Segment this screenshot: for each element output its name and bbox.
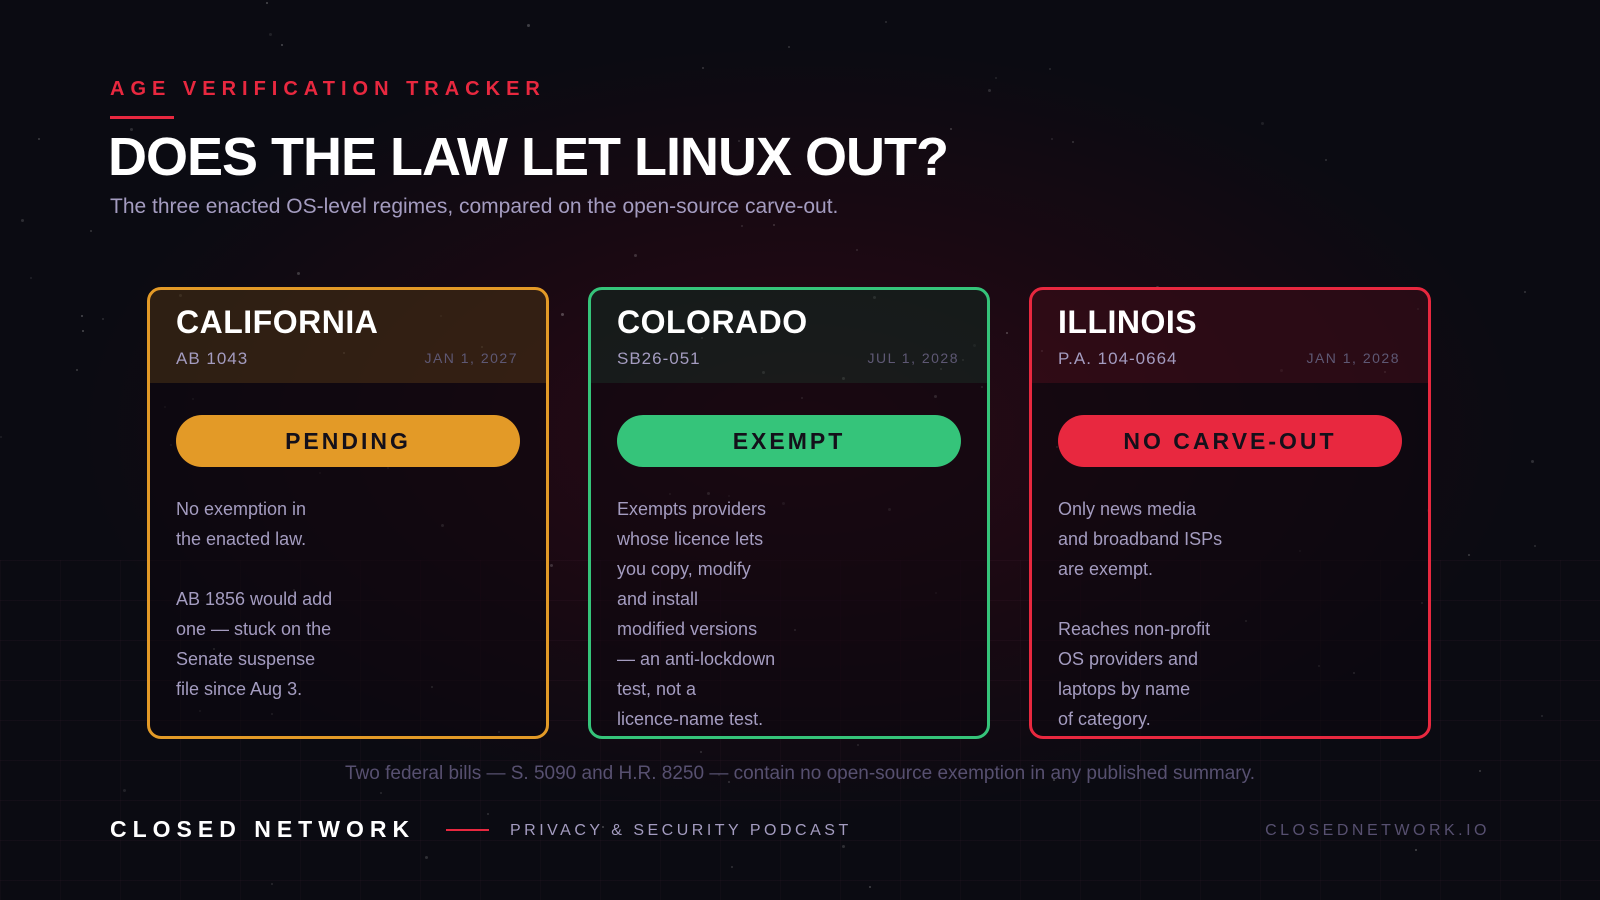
description-paragraph: AB 1856 would add one — stuck on the Sen… xyxy=(176,589,333,699)
star xyxy=(82,330,84,332)
star xyxy=(297,272,300,275)
star xyxy=(81,315,83,317)
bill-number: P.A. 104-0664 xyxy=(1058,349,1178,368)
card-header: COLORADO SB26-051 JUL 1, 2028 xyxy=(591,290,987,383)
star xyxy=(102,318,104,320)
description-paragraph: Reaches non-profit OS providers and lapt… xyxy=(1058,619,1211,729)
state-name: CALIFORNIA xyxy=(176,304,379,340)
card-header: CALIFORNIA AB 1043 JAN 1, 2027 xyxy=(150,290,546,383)
star xyxy=(30,277,32,279)
star xyxy=(0,436,2,438)
star xyxy=(856,249,858,251)
star xyxy=(487,813,489,815)
card-illinois: ILLINOIS P.A. 104-0664 JAN 1, 2028 NO CA… xyxy=(1029,287,1431,739)
brand-name: CLOSED NETWORK xyxy=(110,816,416,842)
star xyxy=(773,224,775,226)
star xyxy=(90,230,92,232)
status-badge: EXEMPT xyxy=(617,415,961,467)
state-name: ILLINOIS xyxy=(1058,304,1198,340)
footer-divider xyxy=(446,829,489,831)
bill-number: SB26-051 xyxy=(617,349,701,368)
page-subtitle: The three enacted OS-level regimes, comp… xyxy=(110,195,839,218)
card-description: No exemption in the enacted law. AB 1856… xyxy=(176,494,416,704)
federal-note: Two federal bills — S. 5090 and H.R. 825… xyxy=(344,763,1256,784)
star xyxy=(842,845,845,848)
star xyxy=(741,225,743,227)
star xyxy=(1541,715,1543,717)
star xyxy=(1051,138,1053,140)
card-colorado: COLORADO SB26-051 JUL 1, 2028 EXEMPT Exe… xyxy=(588,287,990,739)
description-paragraph: Only news media and broadband ISPs are e… xyxy=(1058,499,1223,579)
eyebrow-label: AGE VERIFICATION TRACKER xyxy=(110,78,546,100)
status-badge: PENDING xyxy=(176,415,520,467)
card-california: CALIFORNIA AB 1043 JAN 1, 2027 PENDING N… xyxy=(147,287,549,739)
card-description: Only news media and broadband ISPs are e… xyxy=(1058,494,1298,734)
status-badge: NO CARVE-OUT xyxy=(1058,415,1402,467)
eyebrow-divider xyxy=(110,116,174,119)
page-title: DOES THE LAW LET LINUX OUT? xyxy=(108,127,949,187)
star xyxy=(21,219,24,222)
star xyxy=(1072,141,1074,143)
effective-date: JUL 1, 2028 xyxy=(867,350,959,366)
star xyxy=(634,254,637,257)
star xyxy=(1468,554,1470,556)
card-description: Exempts providers whose licence lets you… xyxy=(617,494,857,734)
star xyxy=(869,886,871,888)
star xyxy=(1531,460,1534,463)
state-name: COLORADO xyxy=(617,304,808,340)
star xyxy=(271,883,273,885)
star xyxy=(527,24,530,27)
star xyxy=(702,67,704,69)
star xyxy=(1534,545,1536,547)
star xyxy=(38,138,40,140)
star xyxy=(988,89,991,92)
star xyxy=(700,751,702,753)
star xyxy=(425,856,428,859)
star xyxy=(123,789,126,792)
star xyxy=(950,128,952,130)
star xyxy=(266,2,268,4)
star xyxy=(1524,291,1526,293)
star xyxy=(788,46,790,48)
bill-number: AB 1043 xyxy=(176,349,249,368)
star xyxy=(1415,849,1417,851)
effective-date: JAN 1, 2028 xyxy=(1306,350,1400,366)
star xyxy=(1325,159,1327,161)
brand-tagline: PRIVACY & SECURITY PODCAST xyxy=(510,822,852,839)
star xyxy=(731,866,733,868)
star xyxy=(857,744,859,746)
star xyxy=(561,313,564,316)
star xyxy=(550,564,553,567)
description-paragraph: No exemption in the enacted law. xyxy=(176,499,307,549)
star xyxy=(1049,68,1051,70)
star xyxy=(1006,332,1008,334)
star xyxy=(76,369,78,371)
brand-url: CLOSEDNETWORK.IO xyxy=(1265,822,1490,839)
card-header: ILLINOIS P.A. 104-0664 JAN 1, 2028 xyxy=(1032,290,1428,383)
description-paragraph: Exempts providers whose licence lets you… xyxy=(617,499,776,729)
star xyxy=(380,792,382,794)
star xyxy=(995,77,997,79)
star xyxy=(281,44,283,46)
star xyxy=(1261,122,1264,125)
effective-date: JAN 1, 2027 xyxy=(424,350,518,366)
star xyxy=(885,21,887,23)
star xyxy=(269,33,272,36)
